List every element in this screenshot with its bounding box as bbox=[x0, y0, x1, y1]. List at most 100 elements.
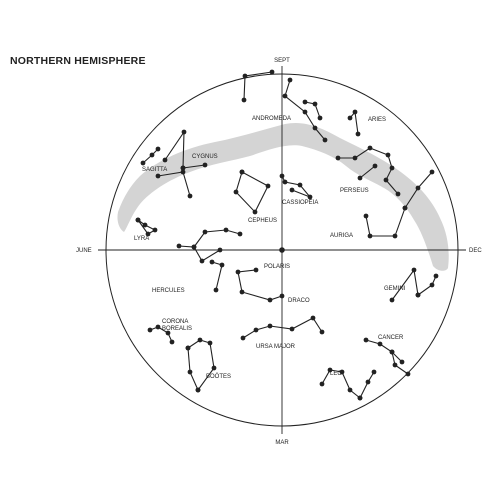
star bbox=[253, 327, 259, 333]
star bbox=[155, 173, 161, 179]
star bbox=[235, 269, 241, 275]
polaris-star bbox=[279, 247, 285, 253]
constellation-line bbox=[187, 339, 215, 391]
star bbox=[372, 163, 378, 169]
star bbox=[357, 395, 363, 401]
star bbox=[377, 341, 383, 347]
constellation-draco bbox=[209, 259, 285, 303]
star bbox=[415, 292, 421, 298]
star bbox=[155, 324, 161, 330]
star bbox=[180, 165, 186, 171]
star bbox=[339, 369, 345, 375]
star bbox=[319, 329, 325, 335]
constellation-label-aries: ARIES bbox=[368, 117, 386, 123]
star bbox=[392, 233, 398, 239]
constellation-cassiopeia bbox=[279, 173, 313, 200]
star bbox=[287, 77, 293, 83]
star bbox=[389, 349, 395, 355]
constellation-lyra bbox=[135, 217, 158, 237]
star bbox=[191, 244, 197, 250]
star bbox=[322, 137, 328, 143]
star bbox=[352, 155, 358, 161]
star bbox=[415, 185, 421, 191]
direction-label-bottom: MAR bbox=[275, 440, 289, 446]
constellation-line bbox=[349, 110, 359, 135]
star bbox=[202, 229, 208, 235]
constellation-label-bootes: BOÖTES bbox=[206, 373, 231, 380]
star bbox=[312, 125, 318, 131]
chart-title: NORTHERN HEMISPHERE bbox=[10, 55, 146, 67]
constellation-aries bbox=[347, 109, 361, 137]
constellation-label-draco: DRACO bbox=[288, 298, 310, 304]
star bbox=[355, 131, 361, 137]
star bbox=[187, 369, 193, 375]
star bbox=[169, 339, 175, 345]
star bbox=[181, 129, 187, 135]
constellation-andromeda bbox=[241, 69, 328, 143]
direction-label-left: JUNE bbox=[76, 248, 92, 254]
star bbox=[395, 191, 401, 197]
constellation-line bbox=[391, 268, 419, 301]
constellation-label-leo: LEO bbox=[330, 371, 342, 377]
star bbox=[240, 335, 246, 341]
constellation-label-andromeda: ANDROMEDA bbox=[252, 116, 291, 122]
star bbox=[197, 337, 203, 343]
star bbox=[187, 193, 193, 199]
constellation-line bbox=[359, 165, 376, 179]
star bbox=[269, 69, 275, 75]
star bbox=[307, 194, 313, 200]
star bbox=[405, 371, 411, 377]
constellation-auriga bbox=[363, 169, 435, 239]
star bbox=[433, 273, 439, 279]
star bbox=[253, 267, 259, 273]
constellation-line bbox=[237, 269, 283, 301]
star bbox=[371, 369, 377, 375]
star bbox=[317, 115, 323, 121]
star bbox=[267, 297, 273, 303]
star bbox=[147, 327, 153, 333]
star bbox=[385, 152, 391, 158]
constellation-leo bbox=[319, 367, 377, 401]
constellation-line bbox=[193, 246, 221, 262]
constellation-cancer bbox=[363, 337, 411, 377]
constellation-line bbox=[243, 71, 273, 101]
star bbox=[185, 345, 191, 351]
constellation-label-ursa-major: URSA MAJOR bbox=[256, 344, 296, 350]
star bbox=[237, 231, 243, 237]
star bbox=[162, 157, 168, 163]
constellation-line bbox=[178, 229, 241, 248]
star bbox=[213, 287, 219, 293]
star bbox=[199, 258, 205, 264]
star bbox=[209, 259, 215, 265]
direction-label-right: DEC bbox=[469, 248, 482, 254]
constellation-line bbox=[365, 207, 406, 237]
constellation-label-sagitta: SAGITTA bbox=[142, 167, 167, 173]
star bbox=[239, 169, 245, 175]
constellation-label-hercules: HERCULES bbox=[152, 288, 185, 294]
constellation-label-gemini: GEMINI bbox=[384, 286, 406, 292]
star bbox=[297, 182, 303, 188]
constellation-sagitta bbox=[140, 146, 161, 166]
star bbox=[282, 93, 288, 99]
star bbox=[365, 379, 371, 385]
star bbox=[152, 227, 158, 233]
constellation-line bbox=[137, 219, 157, 235]
star bbox=[217, 247, 223, 253]
constellation-ursa-major bbox=[240, 315, 325, 341]
constellation-label-lyra: LYRA bbox=[134, 236, 149, 242]
star bbox=[289, 326, 295, 332]
star bbox=[180, 169, 186, 175]
star bbox=[279, 293, 285, 299]
constellation-label-cassiopeia: CASSIOPEIA bbox=[282, 200, 318, 206]
constellation-label-perseus: PERSEUS bbox=[340, 188, 369, 194]
star bbox=[389, 165, 395, 171]
star bbox=[310, 315, 316, 321]
star bbox=[389, 297, 395, 303]
star bbox=[302, 109, 308, 115]
star bbox=[347, 387, 353, 393]
constellation-line bbox=[182, 164, 206, 169]
constellation-label-cancer: CANCER bbox=[378, 335, 404, 341]
star bbox=[223, 227, 229, 233]
star bbox=[367, 233, 373, 239]
